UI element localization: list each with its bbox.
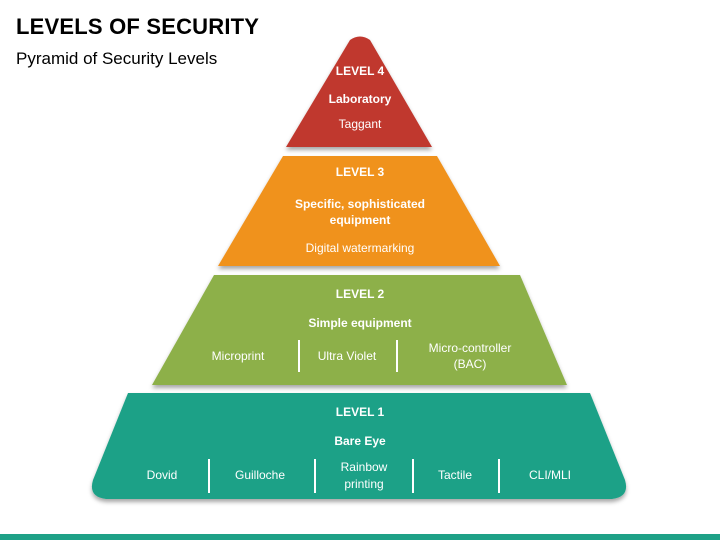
level2-heading: Simple equipment <box>308 316 412 330</box>
level3-shape <box>218 156 500 266</box>
level1-divider <box>412 459 414 493</box>
level2-label: LEVEL 2 <box>335 287 385 301</box>
level4-shape <box>286 36 432 147</box>
level2-shape <box>152 275 567 385</box>
level2-divider <box>396 340 398 372</box>
level1-shape <box>91 393 627 499</box>
level2-divider <box>298 340 300 372</box>
level2-item-micro-controller: Micro-controller <box>428 341 512 355</box>
level4-heading: Laboratory <box>328 92 392 106</box>
level2-item-ultra-violet: Ultra Violet <box>317 349 377 363</box>
level2-item-microprint: Microprint <box>211 349 265 363</box>
level1-item-guilloche: Guilloche <box>234 468 286 482</box>
level1-heading: Bare Eye <box>334 434 386 448</box>
level1-item-cli-mli: CLI/MLI <box>528 468 571 482</box>
page-title: LEVELS OF SECURITY <box>16 14 260 39</box>
level1-item-dovid: Dovid <box>146 468 178 482</box>
level2-item-bac: (BAC) <box>453 357 487 371</box>
level1-label: LEVEL 1 <box>335 405 385 419</box>
level4-item: Taggant <box>338 117 382 131</box>
level1-item-printing: printing <box>344 477 384 491</box>
level1-divider <box>208 459 210 493</box>
level1-divider <box>314 459 316 493</box>
level1-divider <box>498 459 500 493</box>
level4-label: LEVEL 4 <box>335 64 385 78</box>
level1-item-tactile: Tactile <box>437 468 472 482</box>
level3-label: LEVEL 3 <box>335 165 385 179</box>
level3-heading-line2: equipment <box>329 213 391 227</box>
level1-item-rainbow: Rainbow <box>340 460 388 474</box>
level3-item: Digital watermarking <box>305 241 415 255</box>
bottom-accent-bar <box>0 534 720 540</box>
page-subtitle: Pyramid of Security Levels <box>16 49 218 68</box>
level3-heading-line1: Specific, sophisticated <box>294 197 426 211</box>
